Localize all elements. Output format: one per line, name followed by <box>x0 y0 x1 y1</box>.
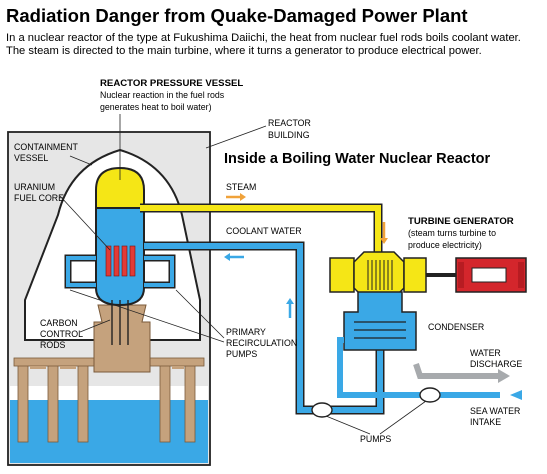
turbine <box>329 251 427 299</box>
turbine-generator-desc-2: produce electricity) <box>408 240 482 250</box>
water-discharge-label-1: WATER <box>470 348 501 358</box>
control-rods-label-3: RODS <box>40 340 66 350</box>
fuel-core-label-2: FUEL CORE <box>14 193 64 203</box>
page-title: Radiation Danger from Quake-Damaged Powe… <box>6 5 468 26</box>
control-rods-label-1: CARBON <box>40 318 78 328</box>
reactor-building-label-1: REACTOR <box>268 118 311 128</box>
intro-line-2: The steam is directed to the main turbin… <box>6 45 482 57</box>
condenser <box>343 291 417 351</box>
fuel-core-label-1: URANIUM <box>14 182 55 192</box>
reactor-vessel-title: REACTOR PRESSURE VESSEL <box>100 78 243 89</box>
coolant-arrow-head <box>224 253 230 261</box>
coolant-up-arrow-head <box>286 298 294 304</box>
leader-fuel <box>59 195 111 251</box>
steam-arrow-head <box>240 193 246 201</box>
recirc-pumps-label-2: RECIRCULATION <box>226 338 297 348</box>
discharge-pipe <box>413 363 498 379</box>
recirc-loop-right <box>144 256 174 287</box>
turbine-generator-desc-1: (steam turns turbine to <box>408 228 496 238</box>
generator <box>455 257 527 293</box>
condenser-label: CONDENSER <box>428 322 484 332</box>
recirc-pumps-label-3: PUMPS <box>226 349 257 359</box>
pillar-hatching <box>30 366 184 369</box>
leader-building <box>205 125 267 149</box>
turbine-generator-title: TURBINE GENERATOR <box>408 216 514 227</box>
uranium-fuel-core <box>105 245 136 277</box>
leader-containment <box>69 155 93 166</box>
intro-line-1: In a nuclear reactor of the type at Fuku… <box>6 32 521 44</box>
containment-label-2: VESSEL <box>14 153 48 163</box>
reactor-building-label-2: BUILDING <box>268 130 310 140</box>
control-rods-label-2: CONTROL <box>40 329 83 339</box>
steam-label: STEAM <box>226 182 256 192</box>
discharge-arrow <box>498 369 510 383</box>
recirc-pumps-label-1: PRIMARY <box>226 327 266 337</box>
seawater-pump <box>419 387 441 403</box>
leader-recirc-right <box>175 289 225 339</box>
sea-water-intake-label-2: INTAKE <box>470 417 501 427</box>
reactor-pressure-vessel <box>95 207 145 307</box>
water-discharge-label-2: DISCHARGE <box>470 359 522 369</box>
leader-rods <box>79 319 111 333</box>
suppression-pool <box>10 400 208 463</box>
feedwater-pump <box>311 402 333 418</box>
vessel-pedestal <box>93 304 151 373</box>
steam-down-arrow-head <box>380 238 388 244</box>
reactor-vessel-desc-1: Nuclear reaction in the fuel rods <box>100 90 225 100</box>
coolant-label: COOLANT WATER <box>226 226 302 236</box>
leader-recirc-left <box>69 289 225 343</box>
section-title: Inside a Boiling Water Nuclear Reactor <box>224 151 491 167</box>
pool-air-gap <box>10 386 208 400</box>
carbon-control-rods <box>111 300 129 345</box>
recirc-loop-left <box>66 256 96 287</box>
containment-label-1: CONTAINMENT <box>14 142 78 152</box>
leader-pump-right <box>379 400 427 435</box>
intake-arrow <box>510 390 522 400</box>
intake-pipe <box>337 337 500 398</box>
steam-pipe <box>140 205 381 262</box>
coolant-pipe <box>144 243 383 413</box>
pumps-label: PUMPS <box>360 434 391 444</box>
leader-pump-left <box>325 415 371 435</box>
sea-water-intake-label-1: SEA WATER <box>470 406 520 416</box>
reactor-vessel-desc-2: generates heat to boil water) <box>100 102 212 112</box>
